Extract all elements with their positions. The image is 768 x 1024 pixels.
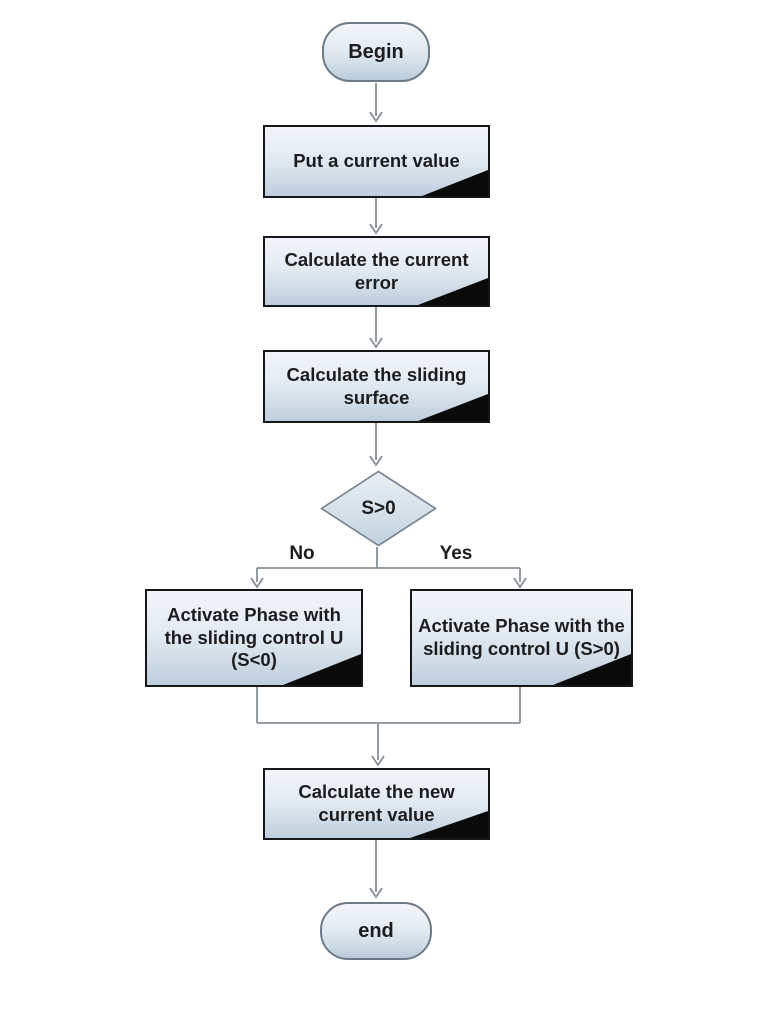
edge-calc-error-to-sliding-surface — [369, 307, 383, 349]
node-calc-new-current-value: Calculate the new current value — [263, 768, 490, 840]
node-calc-sliding-surface-label: Calculate the sliding surface — [286, 363, 467, 408]
edge-begin-to-put-value — [369, 83, 383, 123]
node-end-label: end — [358, 919, 394, 942]
corner-wedge — [422, 170, 488, 196]
node-decision-s-label: S>0 — [361, 497, 396, 519]
edge-label-yes: Yes — [439, 543, 473, 564]
node-calc-current-error: Calculate the current error — [263, 236, 490, 307]
node-activate-phase-neg-label: Activate Phase with the sliding control … — [164, 604, 344, 671]
node-end: end — [320, 902, 432, 960]
node-activate-phase-neg: Activate Phase with the sliding control … — [145, 589, 363, 687]
edge-new-value-to-end — [369, 840, 383, 899]
node-put-current-value-label: Put a current value — [293, 150, 460, 172]
node-decision-s: S>0 — [320, 470, 437, 547]
edge-branch-merge — [256, 687, 521, 767]
node-begin-label: Begin — [348, 40, 404, 63]
node-calc-new-current-value-label: Calculate the new current value — [298, 781, 455, 825]
node-calc-sliding-surface: Calculate the sliding surface — [263, 350, 490, 423]
edge-put-value-to-calc-error — [369, 198, 383, 235]
node-put-current-value: Put a current value — [263, 125, 490, 198]
node-calc-current-error-label: Calculate the current error — [284, 248, 469, 293]
decision-diamond-shape — [320, 470, 437, 547]
node-activate-phase-pos: Activate Phase with the sliding control … — [410, 589, 633, 687]
edge-label-no: No — [289, 543, 315, 564]
node-begin: Begin — [322, 22, 430, 82]
node-activate-phase-pos-label: Activate Phase with the sliding control … — [418, 615, 625, 659]
edge-sliding-surface-to-decision — [369, 423, 383, 467]
